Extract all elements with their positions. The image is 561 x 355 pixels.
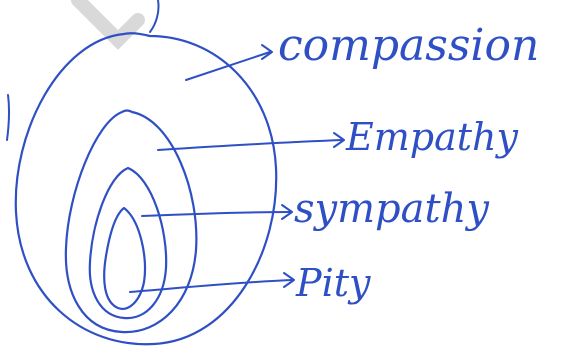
compassion-oval [16, 33, 276, 344]
compassion-arrow [186, 45, 272, 80]
empathy-oval [66, 111, 197, 333]
compassion-label: compassion [278, 20, 539, 71]
pity-label: Pity [295, 261, 371, 305]
left-edge-mark [7, 95, 9, 140]
pity-oval [104, 208, 145, 309]
sympathy-arrow [142, 205, 292, 219]
stem-stroke [150, 0, 159, 32]
empathy-arrow [158, 133, 344, 150]
pity-arrow [130, 273, 294, 292]
sympathy-oval [90, 168, 166, 318]
empathy-label: Empathy [345, 115, 518, 159]
sympathy-label: sympathy [294, 186, 490, 232]
